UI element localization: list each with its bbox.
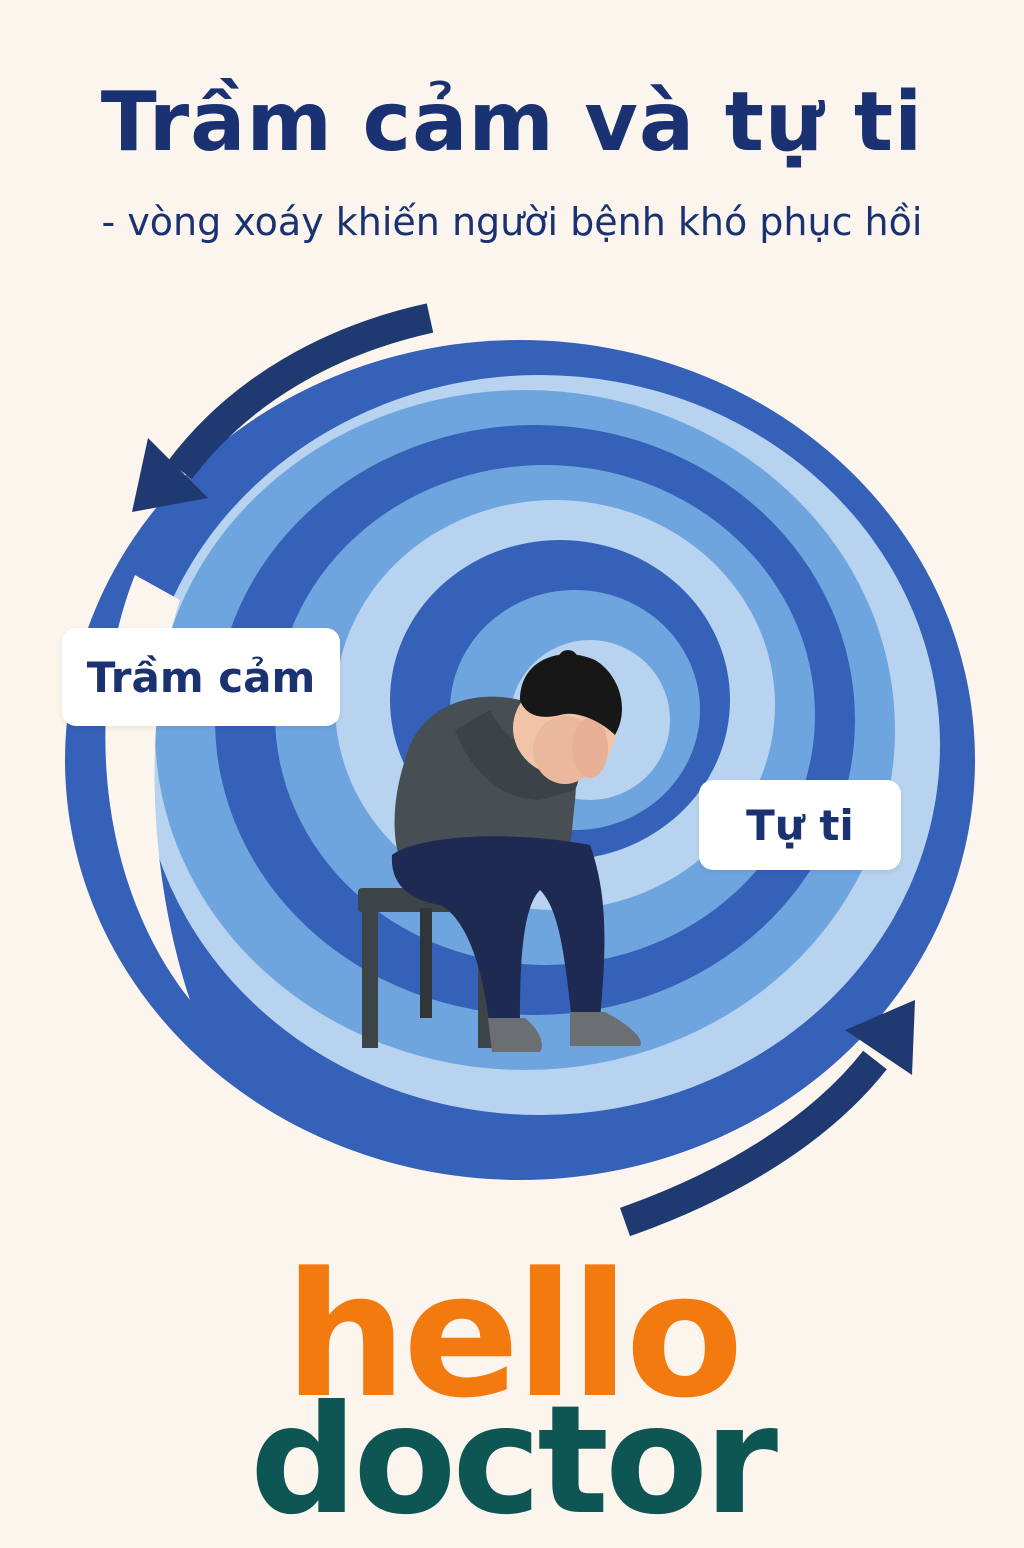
label-self-doubt: Tự ti — [699, 780, 901, 870]
curved-arrow-up-right-icon — [620, 1000, 915, 1237]
label-depression: Trầm cảm — [62, 628, 340, 726]
sad-person-figure — [358, 650, 641, 1052]
page-title: Trầm cảm và tự ti — [100, 75, 924, 170]
page-subtitle: - vòng xoáy khiến người bệnh khó phục hồ… — [101, 200, 923, 244]
logo-doctor: doctor — [249, 1374, 778, 1548]
curved-arrow-counterclockwise-icon — [132, 303, 434, 512]
logo-hello: hello — [284, 1235, 743, 1436]
